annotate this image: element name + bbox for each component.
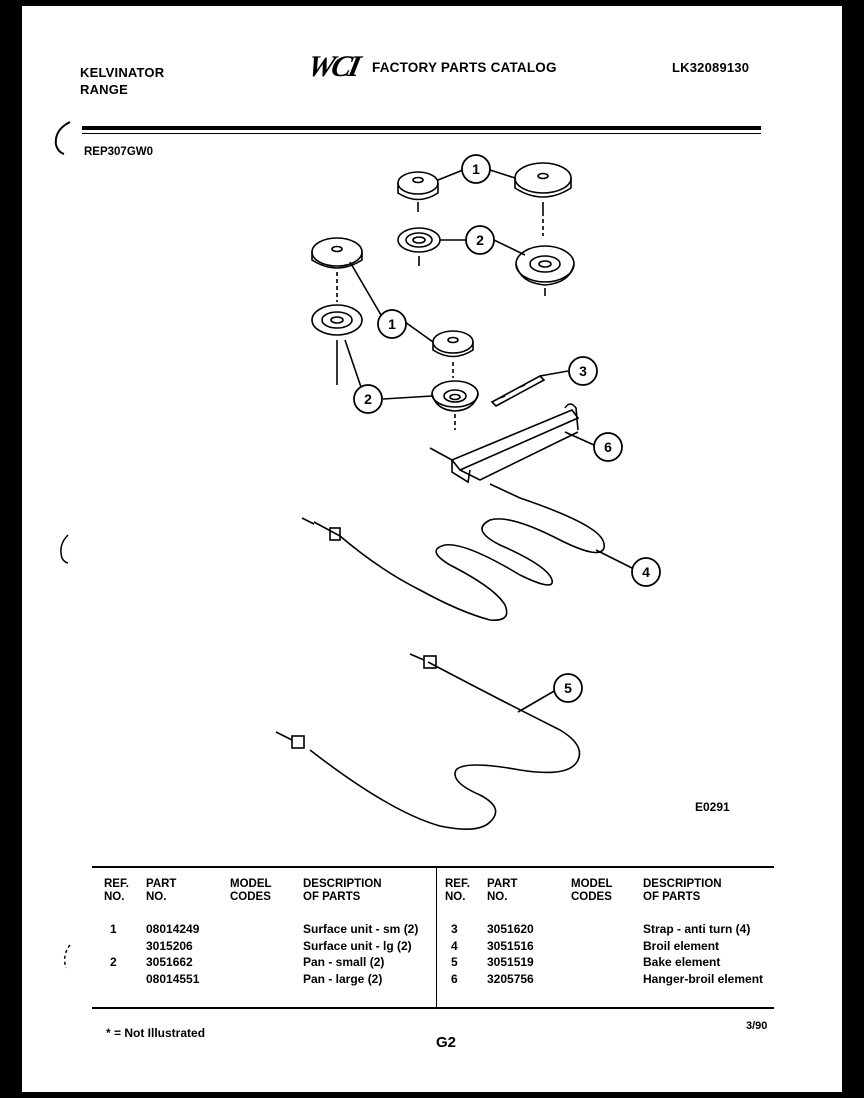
left-header-part-no: PART NO. [146, 878, 177, 903]
left-row-part: 3015206 [146, 938, 193, 953]
catalog-page [22, 6, 842, 1092]
bake-element-icon [275, 653, 581, 830]
surface-unit-large-icon [514, 162, 572, 236]
left-row-part: 3051662 [146, 955, 193, 969]
broil-element-icon [301, 483, 606, 622]
footnote: * = Not Illustrated [106, 1026, 206, 1040]
right-header-part-no: PART NO. [487, 878, 518, 903]
left-header-model-codes: MODEL CODES [230, 878, 272, 903]
callout-label-4: 4 [642, 564, 650, 580]
catalog-title: FACTORY PARTS CATALOG [372, 60, 557, 75]
right-row-ref: 3 [451, 922, 458, 936]
callout-3 [568, 356, 598, 386]
right-row-desc: Strap - anti turn (4) [643, 922, 751, 936]
callout-4 [631, 557, 661, 587]
left-header-ref-no: REF. NO. [104, 878, 129, 903]
callout-1b [377, 309, 407, 339]
revision-date: 3/90 [746, 1020, 768, 1032]
left-row-ref: 2 [110, 955, 117, 969]
callout-label-5: 5 [564, 680, 572, 696]
left-row-desc: Surface unit - sm (2) [303, 922, 419, 936]
page-number: G2 [436, 1034, 457, 1051]
callout-label-1a: 1 [472, 161, 480, 177]
callout-label-3: 3 [579, 363, 587, 379]
surface-unit-large-icon-2 [311, 237, 363, 302]
table-divider [436, 868, 437, 1007]
callout-1a [461, 154, 491, 184]
catalog-number: LK32089130 [672, 60, 750, 75]
right-row-ref: 6 [451, 971, 458, 986]
right-row-ref: 4 [451, 938, 458, 953]
left-row-desc: Pan - large (2) [303, 971, 383, 986]
figure-id: E0291 [695, 800, 730, 814]
callout-label-2b: 2 [364, 391, 372, 407]
left-header-description: DESCRIPTION OF PARTS [303, 878, 382, 903]
pan-large-icon-2 [311, 304, 363, 385]
left-row-ref: 1 [110, 922, 117, 936]
left-row-desc: Surface unit - lg (2) [303, 938, 412, 953]
right-header-description: DESCRIPTION OF PARTS [643, 878, 722, 903]
model-number: REP307GW0 [84, 146, 154, 158]
left-row-part: 08014551 [146, 971, 200, 986]
surface-unit-small-icon-2 [432, 330, 474, 378]
callout-2a [465, 225, 495, 255]
callout-6 [593, 432, 623, 462]
right-row-desc: Hanger-broil element [643, 971, 764, 986]
table-bottom-rule [92, 1007, 774, 1009]
header-rule [82, 126, 761, 130]
pan-large-icon [515, 245, 575, 296]
strap-icon [490, 375, 546, 407]
right-header-ref-no: REF. NO. [445, 878, 470, 903]
right-row-part: 3051620 [487, 922, 534, 936]
right-row-desc: Broil element [643, 938, 720, 953]
pan-small-icon-2 [431, 380, 479, 430]
callout-label-1b: 1 [388, 316, 396, 332]
right-row-desc: Bake element [643, 955, 721, 969]
right-row-part: 3205756 [487, 971, 534, 986]
callout-5 [553, 673, 583, 703]
pan-small-icon [397, 227, 441, 266]
hanger-icon [429, 403, 580, 484]
callout-label-6: 6 [604, 439, 612, 455]
left-row-desc: Pan - small (2) [303, 955, 385, 969]
brand-name: KELVINATOR [80, 65, 165, 80]
right-row-part: 3051519 [487, 955, 534, 969]
right-row-ref: 5 [451, 955, 458, 969]
left-row-part: 08014249 [146, 922, 200, 936]
right-row-part: 3051516 [487, 938, 534, 953]
surface-unit-small-icon [397, 171, 439, 212]
product-type: RANGE [80, 82, 128, 97]
right-header-model-codes: MODEL CODES [571, 878, 613, 903]
callout-2b [353, 384, 383, 414]
header-rule-thin [82, 133, 761, 134]
table-top-rule [92, 866, 774, 868]
callout-label-2a: 2 [476, 232, 484, 248]
